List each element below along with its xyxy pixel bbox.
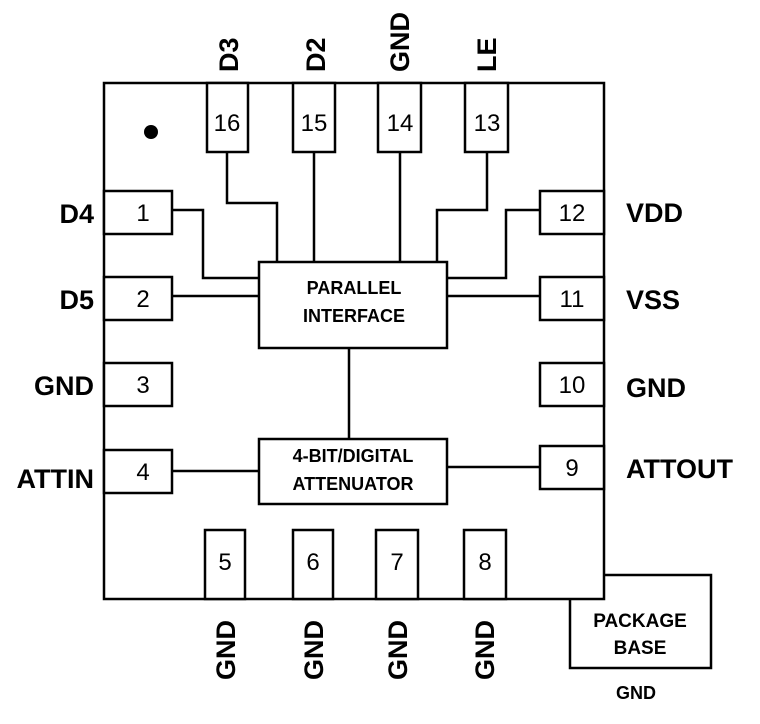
- pin-5: 5: [203, 528, 247, 601]
- pin-6: 6: [291, 528, 335, 601]
- pin-15-number: 15: [301, 110, 328, 137]
- pin-4-pad: [102, 448, 174, 495]
- parallel-interface-line1: PARALLEL: [307, 278, 402, 298]
- pin-1-pad: [102, 189, 174, 236]
- pin-6-number: 6: [306, 549, 319, 576]
- pin-10-number: 10: [559, 372, 586, 399]
- pin-6-label: GND: [299, 620, 329, 680]
- pin-16: 16: [205, 81, 250, 154]
- pin-16-pad: [205, 81, 250, 154]
- attenuator-box: [257, 437, 449, 506]
- pin-3-number: 3: [136, 372, 149, 399]
- pin-13-pad: [463, 81, 510, 154]
- parallel-interface-line2: INTERFACE: [303, 306, 405, 326]
- pin-9-label: ATTOUT: [626, 454, 733, 484]
- pin-14: 14: [376, 81, 423, 154]
- wire-pin13: [435, 152, 489, 262]
- pin-14-label: GND: [385, 12, 415, 72]
- wires: [172, 152, 540, 473]
- pin-12: 12: [538, 189, 606, 236]
- pin-16-label: D3: [214, 37, 244, 72]
- package-base-line2: BASE: [614, 638, 667, 659]
- attenuator-line1: 4-BIT/DIGITAL: [293, 446, 414, 466]
- pin-5-label: GND: [211, 620, 241, 680]
- pin-4: 4: [102, 448, 174, 495]
- pin-2: 2: [102, 275, 174, 322]
- pin-13-number: 13: [474, 110, 501, 137]
- pin-2-number: 2: [136, 286, 149, 313]
- pin-15: 15: [291, 81, 337, 154]
- pin-7-number: 7: [390, 549, 403, 576]
- pin-12-pad: [538, 189, 606, 236]
- parallel-interface-block: PARALLEL INTERFACE: [257, 260, 449, 350]
- pin-12-label: VDD: [626, 198, 683, 228]
- pin-3: 3: [102, 361, 174, 408]
- pin-4-number: 4: [136, 459, 149, 486]
- pin-16-number: 16: [214, 110, 241, 137]
- pin-1: 1: [102, 189, 174, 236]
- pin-9-pad: [538, 444, 606, 491]
- pin-15-label: D2: [301, 37, 331, 72]
- pin-11-number: 11: [560, 286, 585, 313]
- pin-14-number: 14: [387, 110, 414, 137]
- pin-4-label: ATTIN: [17, 464, 94, 494]
- pin-10: 10: [538, 361, 606, 408]
- pin-3-pad: [102, 361, 174, 408]
- pin-13: 13: [463, 81, 510, 154]
- pin-13-label: LE: [472, 37, 502, 72]
- pin1-marker-dot: [144, 125, 158, 139]
- pin-11: 11: [538, 275, 606, 322]
- pin-5-pad: [203, 528, 247, 601]
- pin-2-label: D5: [59, 285, 94, 315]
- pin-2-pad: [102, 275, 174, 322]
- pin-1-label: D4: [59, 199, 94, 229]
- pin-8-pad: [462, 528, 508, 601]
- pin-11-pad: [538, 275, 606, 322]
- pin-3-label: GND: [34, 371, 94, 401]
- pin-14-pad: [376, 81, 423, 154]
- pin-7-label: GND: [383, 620, 413, 680]
- pin-5-number: 5: [218, 549, 231, 576]
- package-base-gnd-label: GND: [616, 683, 656, 703]
- wire-pin1: [172, 208, 259, 280]
- pin-11-label: VSS: [626, 285, 680, 315]
- pin-15-pad: [291, 81, 337, 154]
- parallel-interface-box: [257, 260, 449, 350]
- pin-10-label: GND: [626, 373, 686, 403]
- pin-10-pad: [538, 361, 606, 408]
- pin-8-number: 8: [478, 549, 491, 576]
- pin-8: 8: [462, 528, 508, 601]
- package-base-line1: PACKAGE: [593, 611, 687, 632]
- pin-1-number: 1: [136, 200, 149, 227]
- pin-7: 7: [374, 528, 420, 601]
- pin-7-pad: [374, 528, 420, 601]
- pin-8-label: GND: [470, 620, 500, 680]
- attenuator-line2: ATTENUATOR: [293, 474, 414, 494]
- wire-pin12: [447, 208, 540, 280]
- wire-pin16: [225, 152, 279, 262]
- pin-9: 9: [538, 444, 606, 491]
- pin-9-number: 9: [565, 455, 578, 482]
- pin-6-pad: [291, 528, 335, 601]
- pin-12-number: 12: [559, 200, 586, 227]
- attenuator-block: 4-BIT/DIGITAL ATTENUATOR: [257, 437, 449, 506]
